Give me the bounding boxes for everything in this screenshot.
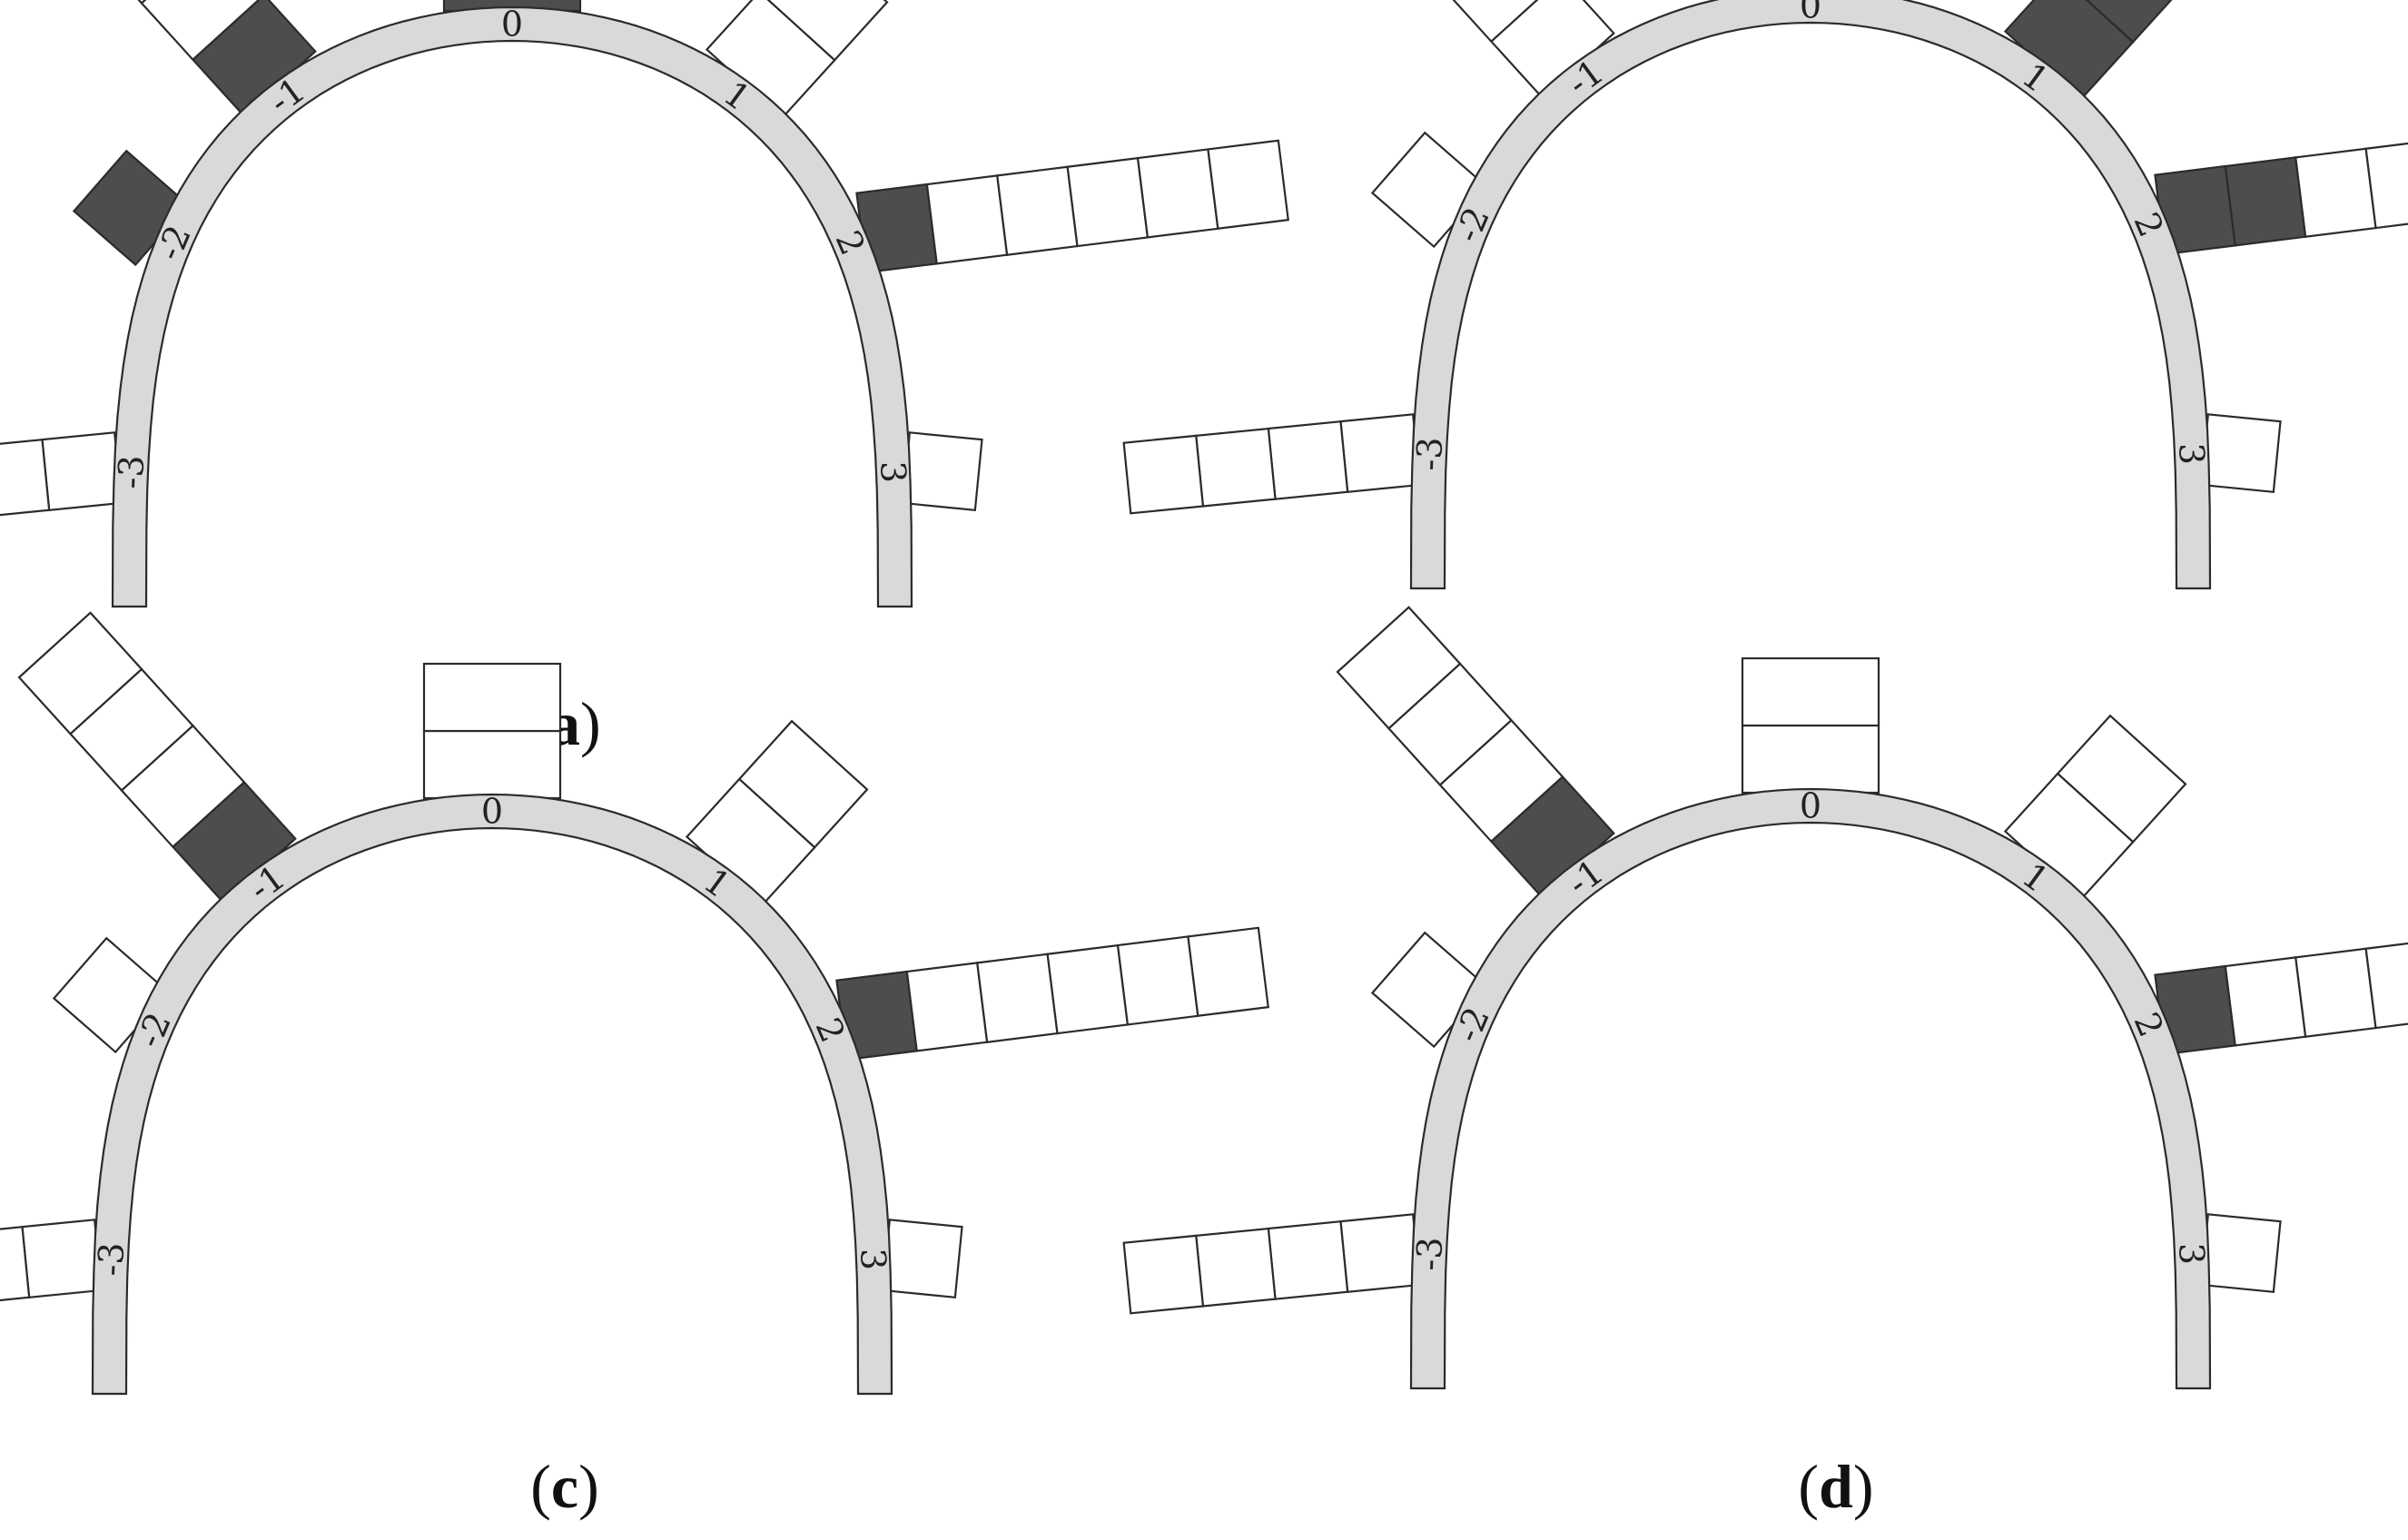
position-label: 0 <box>1800 0 1821 26</box>
empty-cell <box>902 431 983 511</box>
column-2 <box>835 926 1269 1061</box>
column--1 <box>17 611 297 905</box>
panel-caption-letter: d <box>1819 1452 1853 1521</box>
column--1 <box>1336 606 1615 900</box>
column-1 <box>685 719 869 907</box>
column-2 <box>2154 938 2408 1056</box>
position-label: 3 <box>2171 1242 2212 1266</box>
panel-caption: (d) <box>1798 1452 1873 1521</box>
empty-cell <box>1046 943 1130 1035</box>
column-0 <box>422 662 562 800</box>
empty-cell <box>1438 0 1564 44</box>
position-label: -3 <box>111 454 152 489</box>
arch-track <box>91 793 893 1396</box>
empty-cell <box>1122 434 1205 515</box>
empty-cell <box>2295 947 2377 1038</box>
empty-cell <box>41 431 123 511</box>
column-0 <box>1741 656 1880 795</box>
column-3 <box>882 1219 963 1298</box>
column-3 <box>2200 413 2282 493</box>
position-label: -3 <box>1409 436 1450 471</box>
empty-cell <box>0 438 51 518</box>
empty-cell <box>2364 138 2408 230</box>
empty-cell <box>1122 1234 1205 1315</box>
column-1 <box>2003 0 2187 102</box>
empty-cell <box>422 662 562 733</box>
column-3 <box>2200 1213 2282 1293</box>
position-label: -3 <box>1409 1236 1450 1271</box>
column--3 <box>0 431 123 518</box>
column-2 <box>2154 138 2408 256</box>
empty-cell <box>140 0 266 62</box>
empty-cell <box>1187 926 1269 1018</box>
empty-cell <box>2056 714 2187 844</box>
empty-cell <box>1267 1219 1349 1300</box>
empty-cell <box>2224 956 2307 1047</box>
empty-cell <box>737 719 869 849</box>
empty-cell <box>2295 147 2377 238</box>
empty-cell <box>1136 148 1219 239</box>
empty-cell <box>2200 413 2282 493</box>
position-label: 3 <box>853 1248 893 1271</box>
column-3 <box>902 431 983 511</box>
empty-cell <box>1207 139 1289 231</box>
empty-cell <box>1195 1227 1277 1308</box>
empty-cell <box>2364 938 2408 1030</box>
position-label: 3 <box>2171 442 2212 466</box>
column--3 <box>1122 1213 1421 1315</box>
empty-cell <box>1267 420 1349 500</box>
column-2 <box>855 139 1289 274</box>
empty-cell <box>1339 1213 1421 1293</box>
column--3 <box>0 1219 103 1306</box>
empty-cell <box>1741 724 1880 795</box>
column--1 <box>88 0 317 118</box>
empty-cell <box>17 611 143 735</box>
filled-cell <box>2224 156 2307 247</box>
empty-cell <box>422 729 562 800</box>
panel-caption: (c) <box>530 1452 599 1521</box>
empty-cell <box>1195 427 1277 508</box>
empty-cell <box>882 1219 963 1298</box>
empty-cell <box>925 174 1009 265</box>
position-label: 3 <box>873 460 913 484</box>
arch-track <box>1409 787 2212 1390</box>
position-label: 0 <box>501 5 523 44</box>
empty-cell <box>1339 413 1421 493</box>
position-label: -3 <box>91 1241 132 1277</box>
filled-cell <box>2056 0 2187 44</box>
panel-caption-letter: c <box>551 1452 578 1521</box>
empty-cell <box>757 0 889 62</box>
empty-cell <box>1741 656 1880 727</box>
empty-cell <box>996 165 1079 256</box>
empty-cell <box>976 953 1059 1043</box>
column--1 <box>1438 0 1615 100</box>
empty-cell <box>2200 1213 2282 1293</box>
empty-cell <box>1336 606 1462 730</box>
column--3 <box>1122 413 1421 515</box>
arch-track <box>1409 0 2212 590</box>
position-label: 0 <box>1800 786 1821 826</box>
empty-cell <box>0 1225 31 1306</box>
empty-cell <box>905 962 989 1052</box>
arch-track <box>111 5 913 608</box>
position-label: 0 <box>481 792 503 832</box>
empty-cell <box>1066 156 1150 248</box>
empty-cell <box>1116 935 1199 1026</box>
empty-cell <box>21 1219 103 1298</box>
